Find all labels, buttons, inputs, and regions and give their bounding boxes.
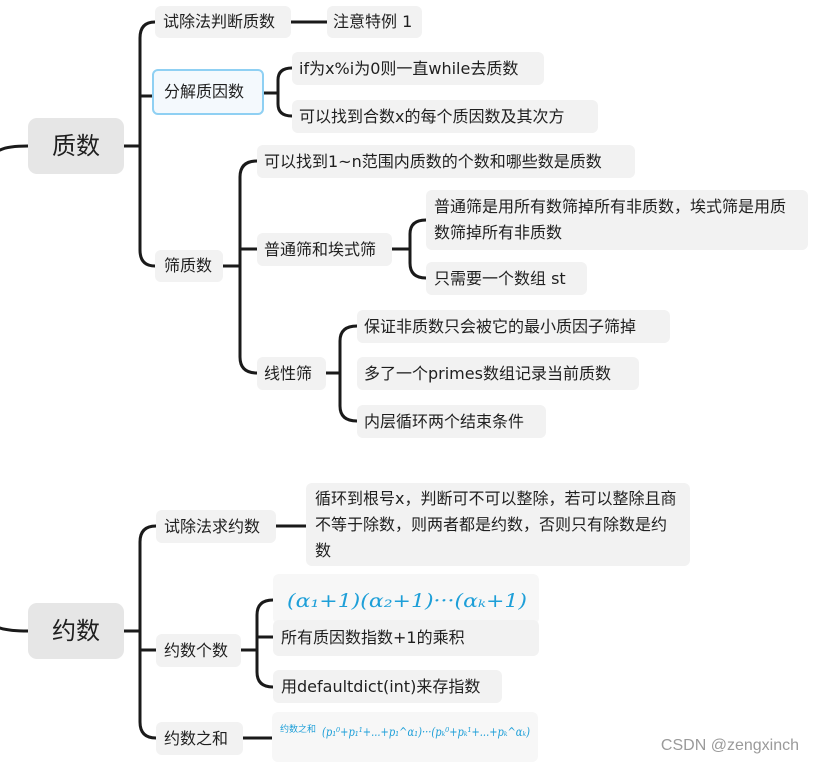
svg-text:约数之和: 约数之和 <box>280 723 316 735</box>
node-trial-division-divisors[interactable]: 试除法求约数 <box>156 510 276 543</box>
node-divisor-loop-explanation[interactable]: 循环到根号x，判断可不可以整除，若可以整除且商不等于除数，则两者都是约数，否则只… <box>306 483 690 566</box>
node-eratosthenes-sieve[interactable]: 普通筛和埃式筛 <box>257 233 392 266</box>
node-divisor-count[interactable]: 约数个数 <box>156 634 241 667</box>
svg-text:(α₁+1)(α₂+1)···(αₖ+1): (α₁+1)(α₂+1)···(αₖ+1) <box>287 590 527 612</box>
root-node-prime[interactable]: 质数 <box>28 118 124 174</box>
node-special-case-note[interactable]: 注意特例 1 <box>327 6 422 38</box>
node-defaultdict-storage[interactable]: 用defaultdict(int)来存指数 <box>273 670 502 703</box>
node-factor-exponents[interactable]: 可以找到合数x的每个质因数及其次方 <box>292 100 598 133</box>
node-inner-loop-conditions[interactable]: 内层循环两个结束条件 <box>357 405 546 438</box>
node-st-array[interactable]: 只需要一个数组 st <box>426 262 587 295</box>
node-prime-factorization[interactable]: 分解质因数 <box>152 69 264 115</box>
node-prime-sieve[interactable]: 筛质数 <box>155 250 223 282</box>
handwritten-formula-count: (α₁+1)(α₂+1)···(αₖ+1) <box>273 574 539 624</box>
node-trial-division-prime-test[interactable]: 试除法判断质数 <box>155 6 291 38</box>
node-smallest-prime-factor[interactable]: 保证非质数只会被它的最小质因子筛掉 <box>357 310 670 343</box>
svg-text:(p₁⁰+p₁¹+...+p₁^α₁)···(pₖ⁰+pₖ¹: (p₁⁰+p₁¹+...+p₁^α₁)···(pₖ⁰+pₖ¹+...+pₖ^αₖ… <box>322 725 530 739</box>
watermark: CSDN @zengxinch <box>660 737 799 754</box>
handwritten-sum-formula: 约数之和 (p₁⁰+p₁¹+...+p₁^α₁)···(pₖ⁰+pₖ¹+...+… <box>280 723 530 739</box>
handwritten-formula-sum: 约数之和 (p₁⁰+p₁¹+...+p₁^α₁)···(pₖ⁰+pₖ¹+...+… <box>272 712 538 762</box>
handwritten-product-formula: (α₁+1)(α₂+1)···(αₖ+1) <box>287 590 527 612</box>
node-exponent-product[interactable]: 所有质因数指数+1的乘积 <box>273 620 539 656</box>
node-divisor-sum[interactable]: 约数之和 <box>156 722 243 755</box>
root-node-divisor[interactable]: 约数 <box>28 603 124 659</box>
node-eratosthenes-explanation[interactable]: 普通筛是用所有数筛掉所有非质数，埃式筛是用质数筛掉所有非质数 <box>426 190 808 250</box>
node-factor-while-loop[interactable]: if为x%i为0则一直while去质数 <box>292 52 544 85</box>
node-linear-sieve[interactable]: 线性筛 <box>257 357 326 390</box>
node-primes-array[interactable]: 多了一个primes数组记录当前质数 <box>357 357 639 390</box>
node-sieve-description[interactable]: 可以找到1~n范围内质数的个数和哪些数是质数 <box>257 145 635 178</box>
